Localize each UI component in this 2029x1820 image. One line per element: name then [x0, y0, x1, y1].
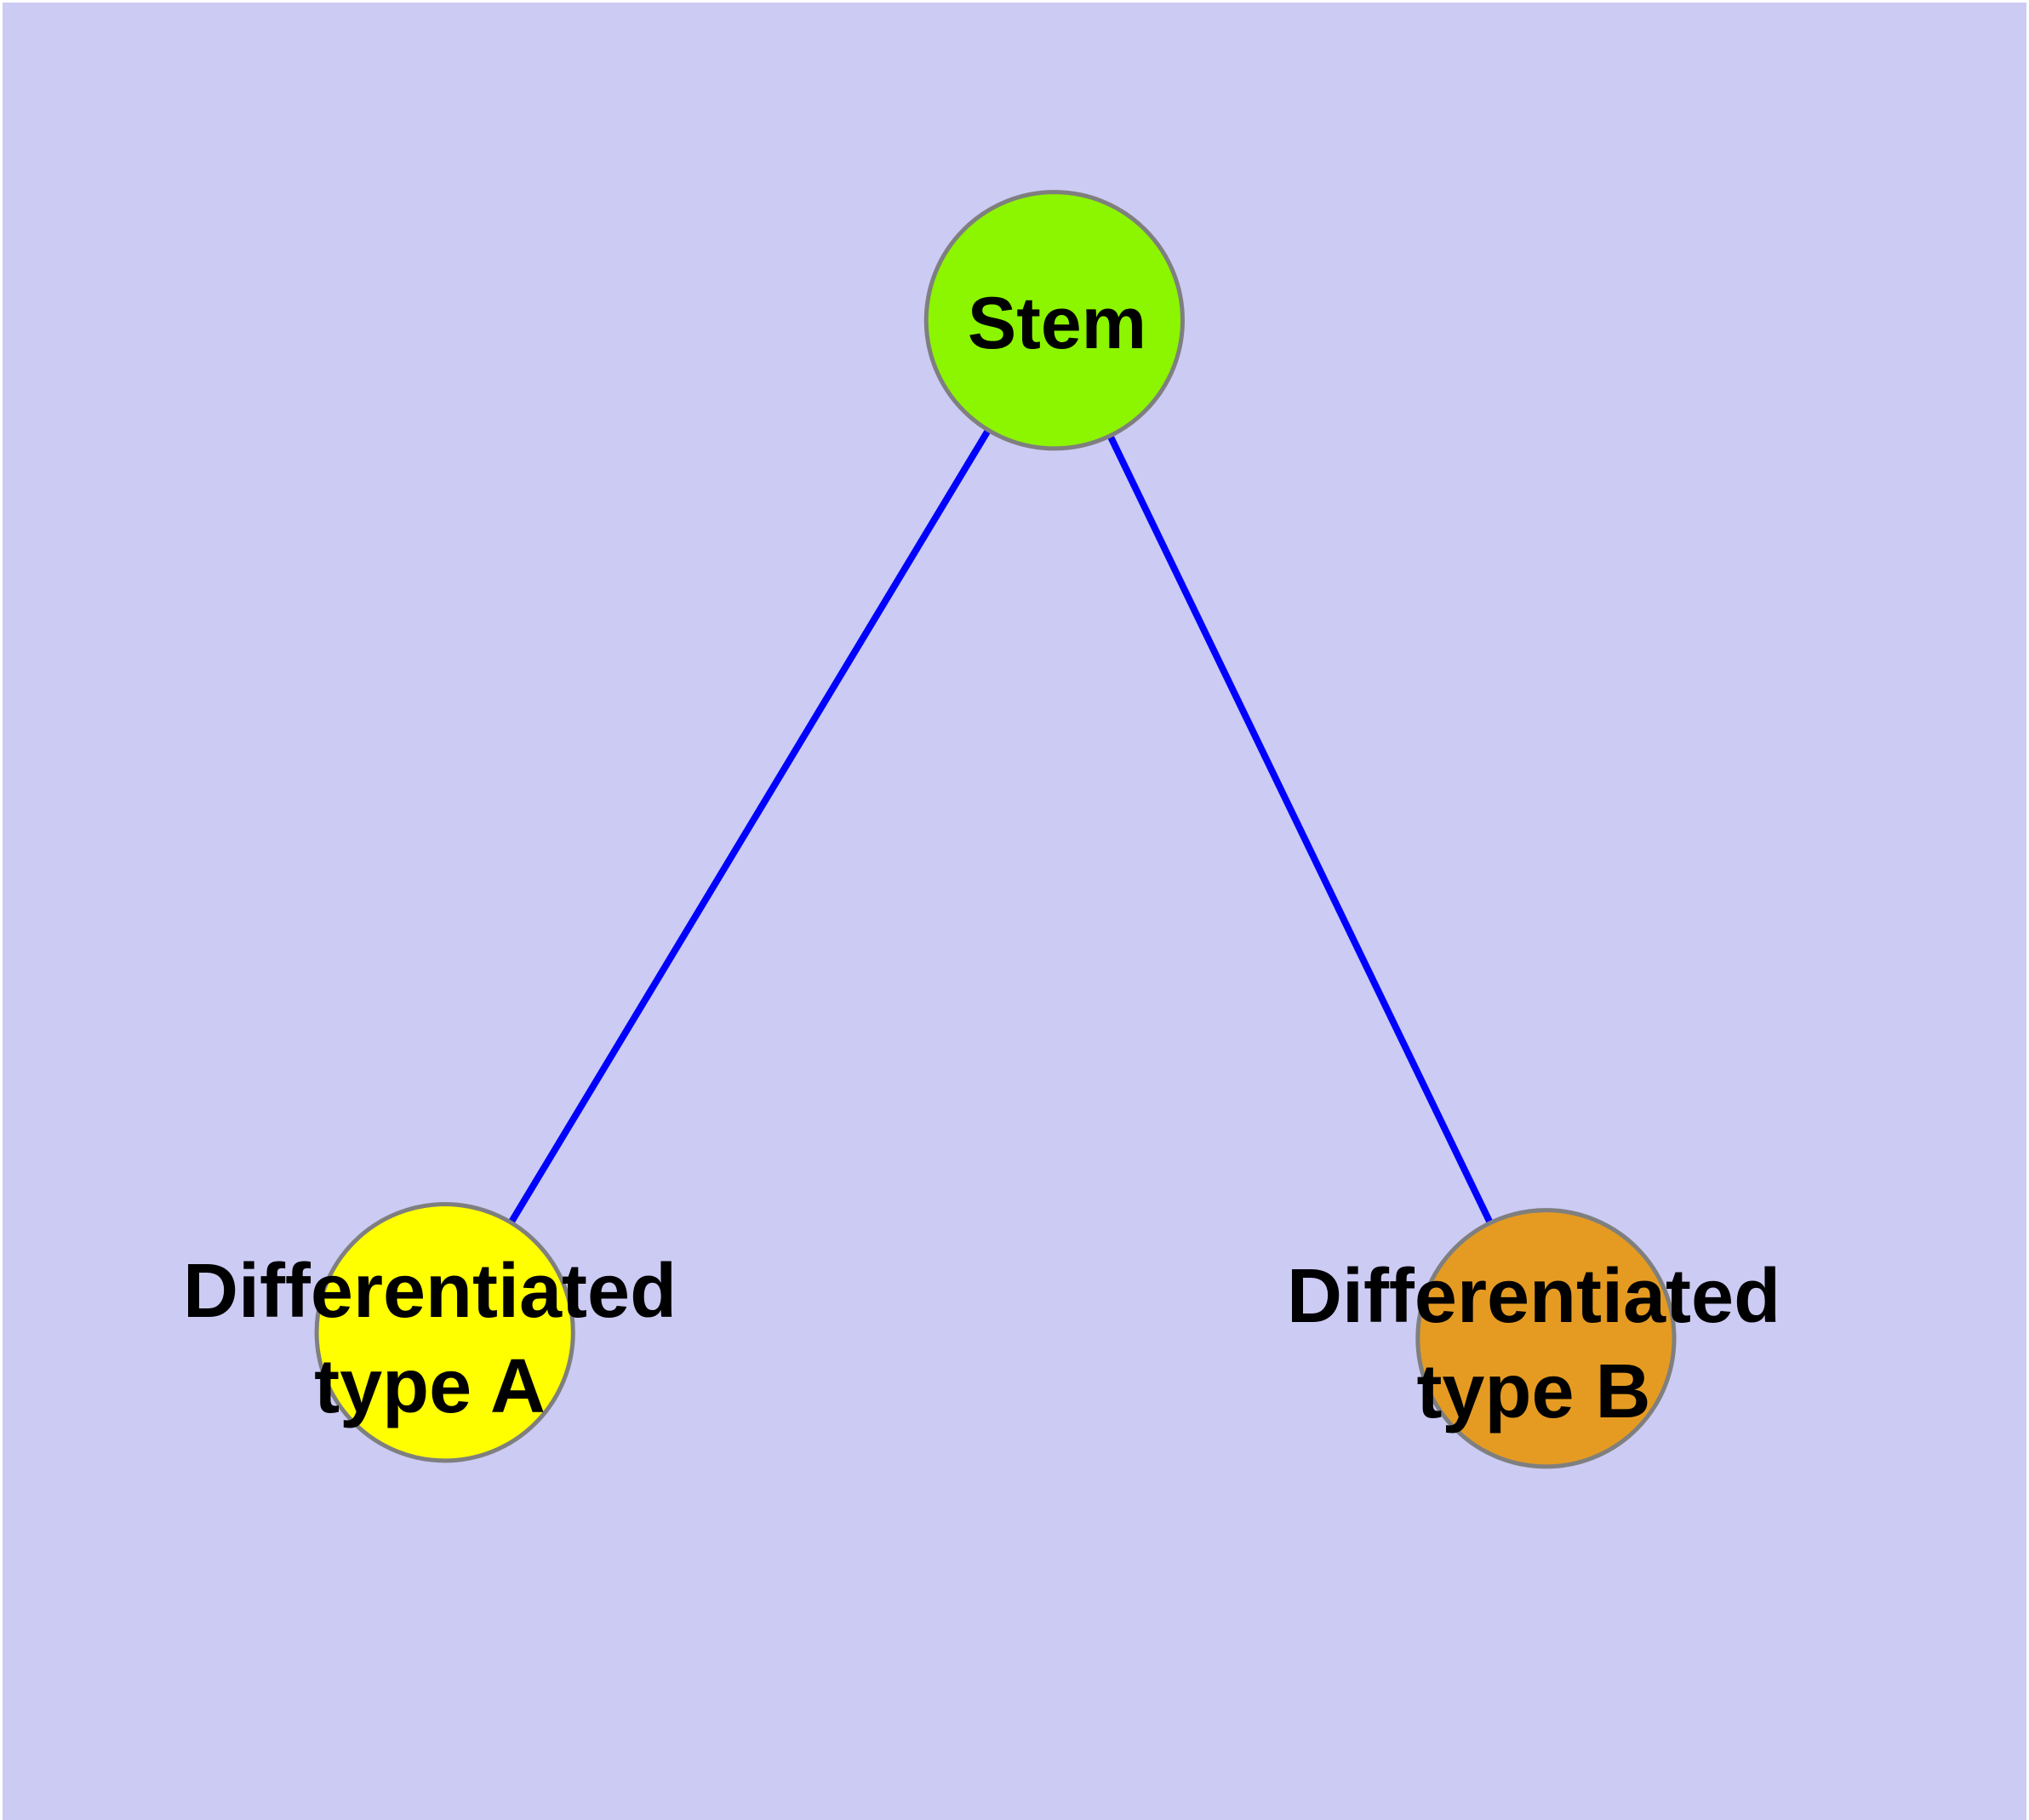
- type-a-node-circle: [314, 1202, 575, 1463]
- diagram-graphic: [3, 3, 2026, 1819]
- edge-stem-to-type-a: [442, 318, 1058, 1335]
- type-a-node-label: Differentiated type A: [182, 1249, 677, 1429]
- edge-stem-to-type-b: [1051, 318, 1550, 1340]
- type-b-node-circle: [1415, 1208, 1677, 1469]
- type-b-node-label: Differentiated type B: [1286, 1254, 1781, 1434]
- stem-node-circle: [923, 190, 1185, 451]
- stem-node-label: Stem: [967, 283, 1147, 364]
